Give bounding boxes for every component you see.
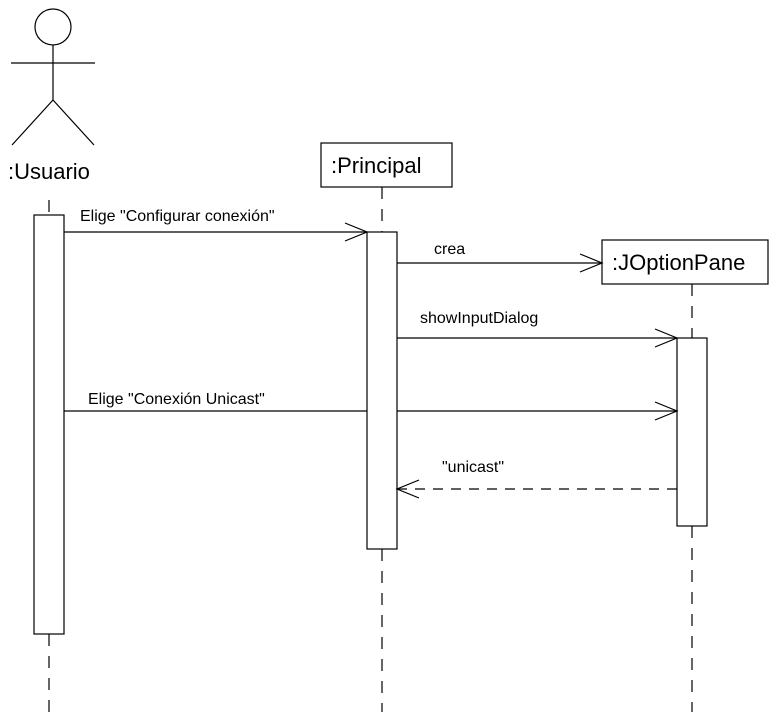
arrowhead-open — [395, 479, 420, 499]
actor-usuario-label: :Usuario — [8, 159, 90, 184]
arrowhead-open — [654, 328, 679, 348]
message-label: "unicast" — [442, 459, 504, 476]
message-return-unicast: "unicast" — [395, 459, 677, 499]
actor-usuario: :Usuario — [8, 8, 95, 184]
message-conexion-unicast: Elige "Conexión Unicast" — [64, 391, 679, 421]
participant-principal-label: :Principal — [331, 153, 421, 178]
message-configurar-conexion: Elige "Configurar conexión" — [64, 208, 369, 242]
participant-principal-box — [320, 142, 453, 188]
message-crea: crea — [397, 241, 604, 273]
message-label: Elige "Configurar conexión" — [80, 208, 275, 225]
message-label: Elige "Conexión Unicast" — [88, 391, 265, 408]
activation-principal — [366, 231, 398, 550]
actor-leg-left — [11, 99, 54, 146]
message-show-input-dialog: showInputDialog — [397, 310, 679, 348]
arrowhead-open — [344, 222, 369, 242]
participant-joptionpane-label: :JOptionPane — [612, 250, 745, 275]
message-label: crea — [434, 241, 465, 258]
arrowhead-open — [654, 401, 679, 421]
activation-usuario — [33, 214, 65, 635]
participant-joptionpane-box — [601, 239, 769, 285]
activation-joptionpane — [676, 337, 708, 527]
actor-head — [34, 8, 72, 46]
arrowhead-open — [579, 253, 604, 273]
actor-leg-right — [52, 99, 95, 146]
message-label: showInputDialog — [420, 310, 538, 327]
